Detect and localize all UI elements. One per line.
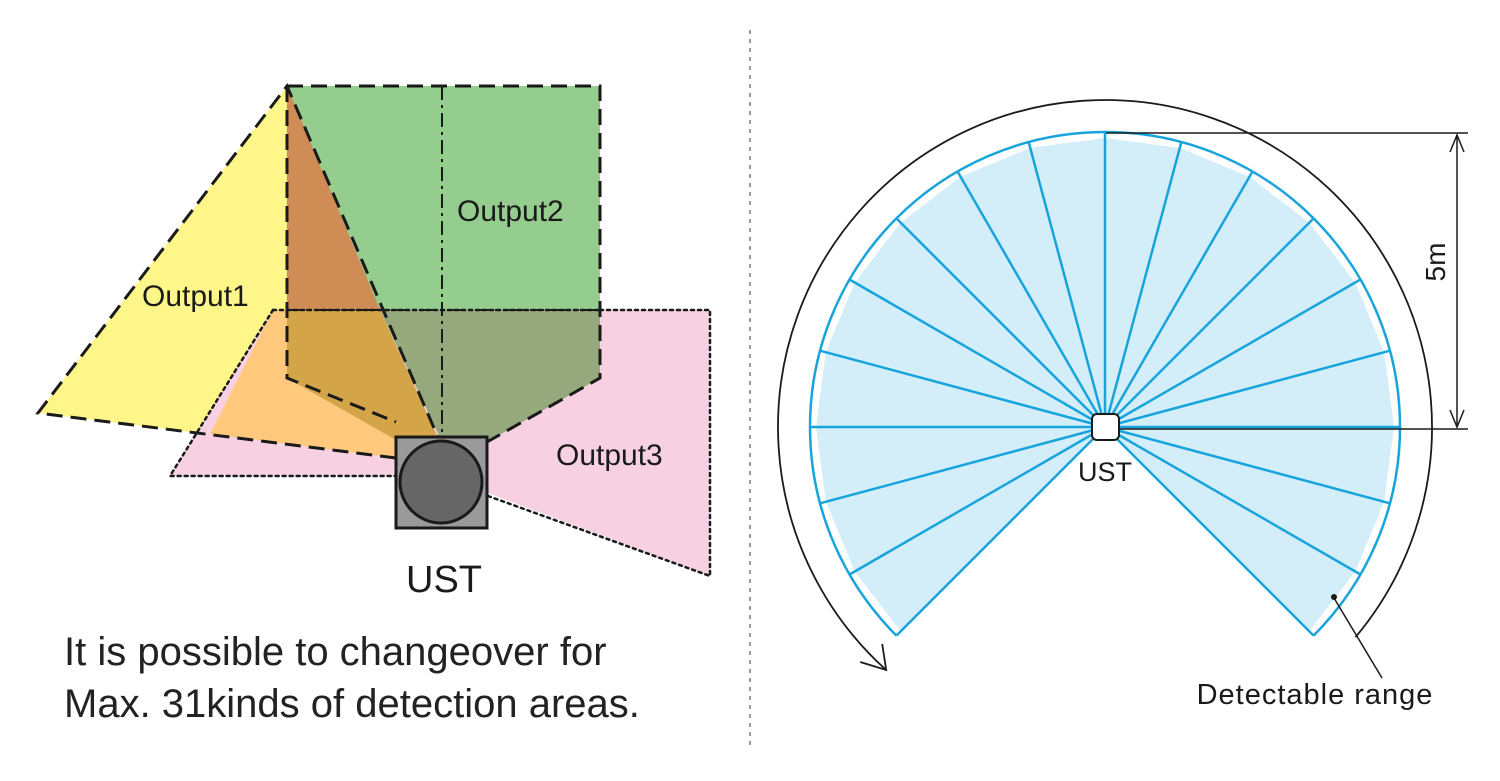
scan-ray: [1104, 426, 1315, 637]
detection-areas-caption: It is possible to changeover for Max. 31…: [64, 626, 744, 730]
scan-ray: [1104, 349, 1391, 429]
scan-ray: [1104, 425, 1362, 576]
scan-ray: [1103, 170, 1254, 428]
multi-output-area-diagram: Output1 Output2 Output3 UST: [35, 83, 712, 601]
overlap-output1-output3: [210, 310, 396, 458]
caption-line-2: Max. 31kinds of detection areas.: [64, 682, 640, 726]
scan-ray: [895, 426, 1106, 637]
output1-label: Output1: [142, 280, 249, 313]
output2-outline: [287, 84, 602, 444]
scan-ray: [819, 349, 1106, 429]
scan-direction-arc: [777, 99, 1433, 671]
ust-label-left: UST: [406, 559, 482, 601]
overlap-output1-output2: [287, 86, 380, 310]
output2-label: Output2: [457, 195, 564, 228]
ust-sensor-small: [1091, 413, 1120, 441]
ust-label-right: UST: [1078, 457, 1132, 487]
caption-line-1: It is possible to changeover for: [64, 630, 607, 674]
range-distance-label: 5m: [1420, 243, 1451, 282]
output3-label: Output3: [556, 439, 663, 472]
range-leader-dot: [1331, 594, 1337, 600]
overlap-all-outputs: [287, 310, 440, 442]
dimension-arrowhead-bottom: [1449, 409, 1465, 429]
scan-ray: [848, 278, 1106, 429]
scan-ray: [1104, 278, 1362, 429]
scan-ray: [1103, 141, 1183, 428]
scan-ray: [848, 425, 1106, 576]
dimension-arrowhead-top: [1449, 133, 1465, 153]
scan-ray: [895, 217, 1106, 428]
detectable-range-diagram: 5m UST Detectable range: [777, 99, 1468, 711]
scan-ray: [1104, 217, 1315, 428]
scan-ray: [819, 425, 1106, 505]
scan-ray: [956, 170, 1107, 428]
overlap-output2-output3: [380, 310, 600, 442]
output3-outline-left: [167, 308, 398, 478]
detectable-range-label: Detectable range: [1197, 679, 1434, 711]
output2-outline-left: [285, 86, 397, 424]
output3-outline-right: [486, 308, 712, 578]
range-leader-line: [1333, 597, 1383, 679]
ust-sensor-lens: [398, 439, 484, 525]
output1-outline: [35, 83, 442, 460]
scan-ray: [1027, 141, 1107, 428]
scan-direction-arrowhead: [859, 643, 888, 672]
scan-sector-lines: [808, 130, 1402, 637]
scan-ray: [1104, 425, 1391, 505]
